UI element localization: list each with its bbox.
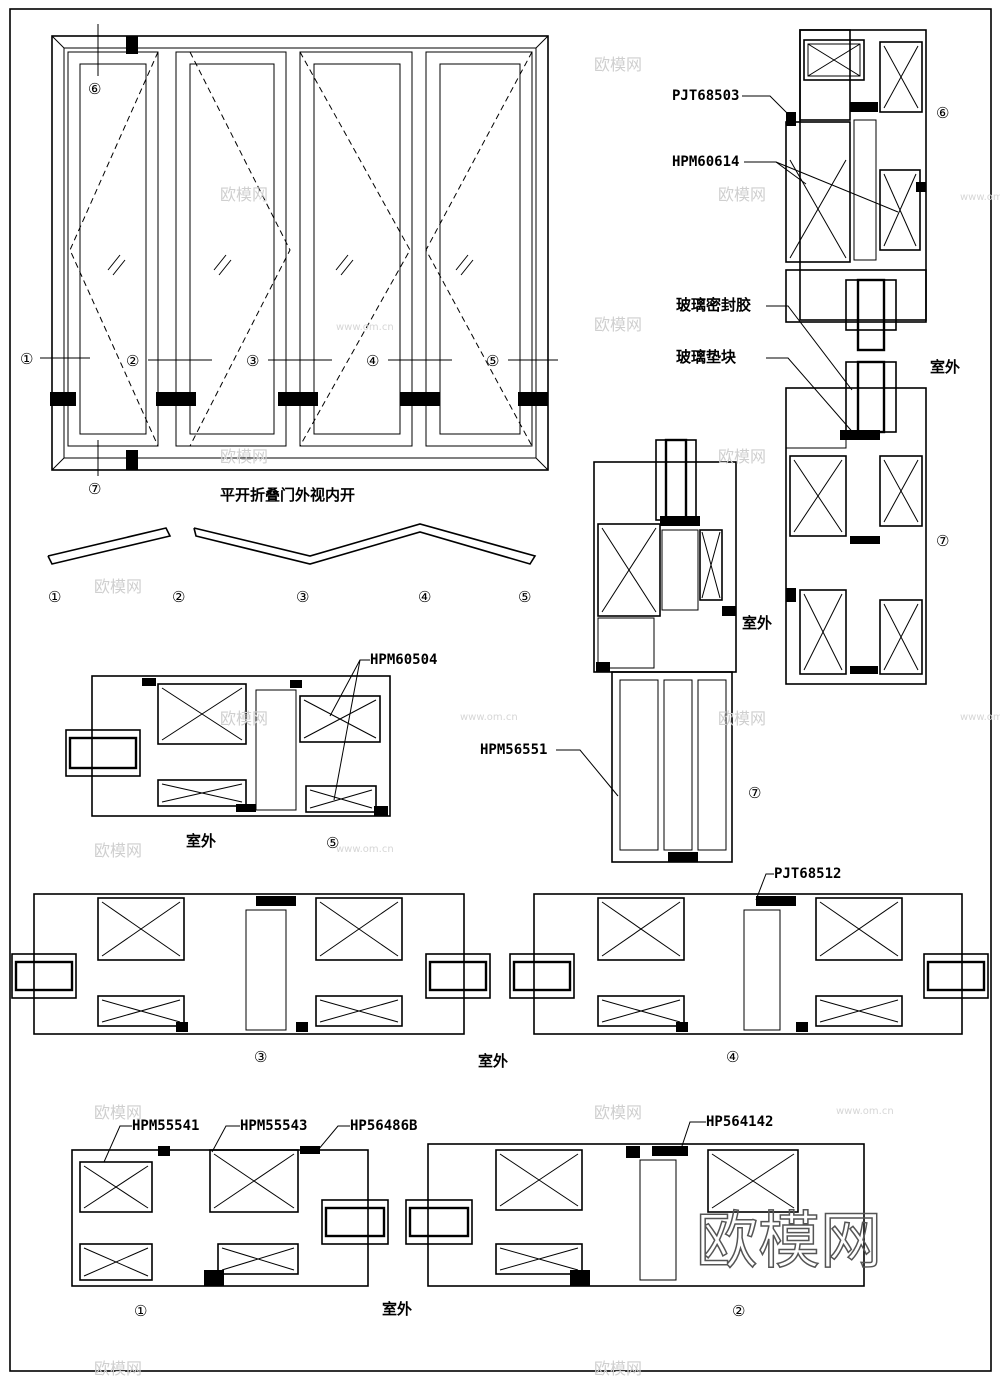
position-number: ⑦ [88, 480, 101, 498]
part-label: HPM60504 [370, 652, 437, 668]
position-number: ⑤ [518, 588, 531, 606]
fold-plan: ① ② ③ ④ ⑤ [47, 523, 537, 606]
part-label: PJT68503 [672, 88, 739, 104]
room-outside-label: 室外 [382, 1300, 412, 1318]
door-panel [67, 51, 159, 447]
drawing-title: 平开折叠门外视内开 [220, 486, 355, 504]
room-outside-label: 室外 [186, 832, 216, 850]
horizontal-section-1 [71, 1146, 389, 1287]
part-label: PJT68512 [774, 866, 841, 882]
watermark-logo: 欧模网 [594, 1359, 642, 1378]
position-number: ⑥ [88, 80, 101, 98]
watermark-logo-large: 欧模网 [696, 1204, 882, 1277]
position-number: ① [134, 1302, 147, 1320]
vertical-section-6-7: ⑥ ⑦ 室外 [785, 29, 960, 685]
position-number: ② [172, 588, 185, 606]
part-label: HP56486B [350, 1118, 417, 1134]
room-outside-label: 室外 [478, 1052, 508, 1070]
door-panel [175, 51, 291, 447]
room-outside-label: 室外 [930, 358, 960, 376]
watermark-logo: 欧模网 [94, 1103, 142, 1122]
watermark-logo: 欧模网 [718, 447, 766, 466]
part-callouts: PJT68503 HPM60614 玻璃密封胶 玻璃垫块 HPM60504 HP… [103, 88, 899, 1163]
horizontal-section-2 [405, 1143, 865, 1287]
door-panel [299, 51, 413, 447]
part-label: HPM60614 [672, 154, 739, 170]
watermark-logo: 欧模网 [94, 841, 142, 860]
position-number: ③ [254, 1048, 267, 1066]
watermark-site: www.om.cn [336, 322, 394, 333]
watermark-logo: 欧模网 [594, 55, 642, 74]
part-label: HPM56551 [480, 742, 547, 758]
position-number: ⑥ [936, 104, 949, 122]
position-number: ④ [366, 352, 379, 370]
vertical-section-7: 室外 ⑦ [593, 438, 772, 863]
watermark-site: www.om.cn [460, 712, 518, 723]
watermark-site: www.om.cn [836, 1106, 894, 1117]
position-number: ③ [296, 588, 309, 606]
part-label: 玻璃密封胶 [676, 296, 751, 314]
watermark-logo: 欧模网 [718, 185, 766, 204]
watermark-logo: 欧模网 [220, 185, 268, 204]
watermark-logo: 欧模网 [718, 709, 766, 728]
room-outside-label: 室外 [742, 614, 772, 632]
watermark-site: www.om.cn [336, 844, 394, 855]
door-elevation: ① ② ③ ④ ⑤ ⑥ ⑦ [20, 24, 558, 498]
position-number: ⑦ [748, 784, 761, 802]
position-number: ④ [726, 1048, 739, 1066]
position-number: ① [48, 588, 61, 606]
part-label: HPM55543 [240, 1118, 307, 1134]
watermark-logo: 欧模网 [94, 1359, 142, 1378]
watermark-site: www.om.cn [960, 712, 1000, 723]
position-number: ⑦ [936, 532, 949, 550]
position-number: ② [732, 1302, 745, 1320]
position-number: ② [126, 352, 139, 370]
watermark-site: www.om.cn [960, 192, 1000, 203]
horizontal-section-3 [11, 893, 491, 1035]
horizontal-section-5: 室外 ⑤ [65, 675, 391, 852]
watermark-logo: 欧模网 [594, 315, 642, 334]
watermark-logo: 欧模网 [594, 1103, 642, 1122]
drawing-border [9, 8, 992, 1372]
part-label: HPM55541 [132, 1118, 199, 1134]
position-number: ⑤ [486, 352, 499, 370]
horizontal-section-4 [509, 893, 989, 1035]
part-label: HP564142 [706, 1114, 773, 1130]
watermark-logo: 欧模网 [220, 447, 268, 466]
watermarks: 欧模网 欧模网 欧模网 欧模网 欧模网 欧模网 欧模网 欧模网 欧模网 欧模网 … [94, 55, 1000, 1378]
watermark-logo: 欧模网 [94, 577, 142, 596]
part-label: 玻璃垫块 [676, 348, 737, 366]
position-number: ① [20, 350, 33, 368]
door-panel [425, 51, 533, 447]
position-number: ③ [246, 352, 259, 370]
watermark-logo: 欧模网 [220, 709, 268, 728]
position-number: ⑤ [326, 834, 339, 852]
position-number: ④ [418, 588, 431, 606]
